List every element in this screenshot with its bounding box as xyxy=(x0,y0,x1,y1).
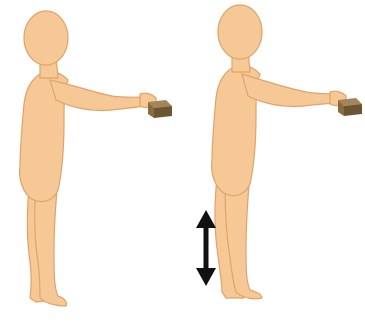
person-figure-standing xyxy=(20,11,172,306)
weight-block-left xyxy=(148,100,172,118)
right-figure-arm xyxy=(242,74,342,107)
right-figure-head xyxy=(218,5,262,59)
person-figure-tiptoe xyxy=(212,5,362,299)
left-figure-head xyxy=(24,11,68,65)
left-figure-arm xyxy=(50,80,152,111)
double-arrow-vertical-icon xyxy=(196,210,216,286)
weight-block-right xyxy=(338,98,362,116)
